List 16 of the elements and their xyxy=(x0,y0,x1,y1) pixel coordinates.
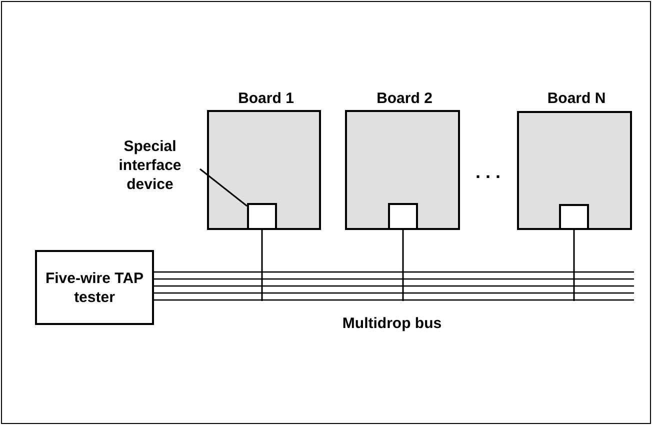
leader-line xyxy=(200,168,248,207)
connector-line xyxy=(573,230,575,301)
tester-box: Five-wire TAP tester xyxy=(35,250,154,325)
multidrop-bus xyxy=(172,271,634,333)
board-title: Board 2 xyxy=(376,89,434,108)
board-title: Board N xyxy=(546,89,607,108)
callout-text: Special interface device xyxy=(100,137,200,197)
bus-label: Multidrop bus xyxy=(341,314,443,333)
interface-device xyxy=(559,204,589,230)
connector-line xyxy=(261,230,263,301)
ellipsis: . . . xyxy=(474,163,502,182)
connector-line xyxy=(402,230,404,301)
interface-device xyxy=(388,203,418,230)
interface-device xyxy=(247,203,277,230)
bus-wires xyxy=(153,271,173,301)
board-title: Board 1 xyxy=(237,89,295,108)
